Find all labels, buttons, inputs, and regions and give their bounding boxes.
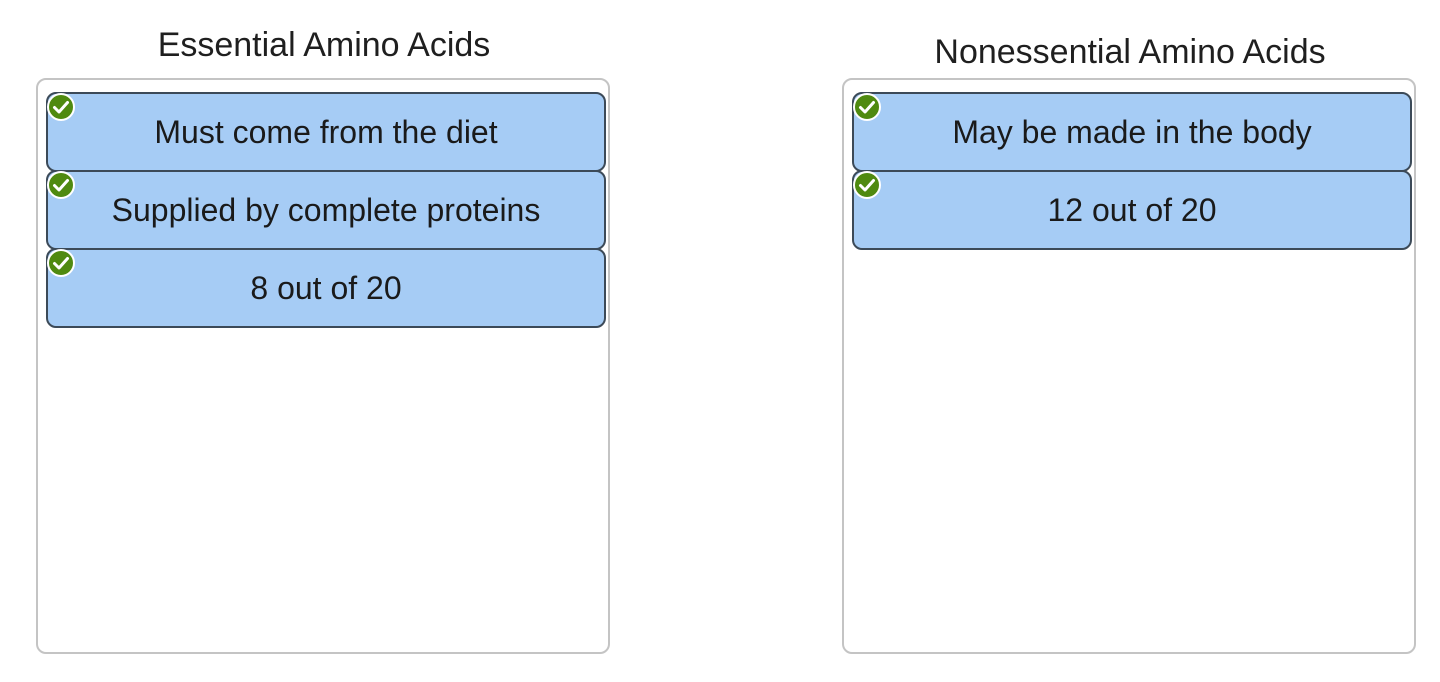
draggable-item[interactable]: Supplied by complete proteins	[46, 170, 606, 250]
draggable-item[interactable]: May be made in the body	[852, 92, 1412, 172]
drop-zone-essential[interactable]: Must come from the diet Supplied by comp…	[36, 78, 610, 654]
item-label: May be made in the body	[952, 113, 1312, 150]
column-title: Essential Amino Acids	[157, 26, 491, 64]
item-label: Must come from the diet	[154, 113, 498, 150]
draggable-item[interactable]: 8 out of 20	[46, 248, 606, 328]
check-circle-icon	[853, 171, 881, 199]
drop-zone-nonessential[interactable]: May be made in the body 12 out of 20	[842, 78, 1416, 654]
check-circle-icon	[47, 93, 75, 121]
check-circle-icon	[853, 93, 881, 121]
column-title: Nonessential Amino Acids	[934, 33, 1326, 71]
draggable-item[interactable]: 12 out of 20	[852, 170, 1412, 250]
item-label: 12 out of 20	[1047, 191, 1217, 228]
check-circle-icon	[47, 249, 75, 277]
item-label: 8 out of 20	[250, 269, 402, 306]
draggable-item[interactable]: Must come from the diet	[46, 92, 606, 172]
item-label: Supplied by complete proteins	[111, 191, 541, 228]
check-circle-icon	[47, 171, 75, 199]
